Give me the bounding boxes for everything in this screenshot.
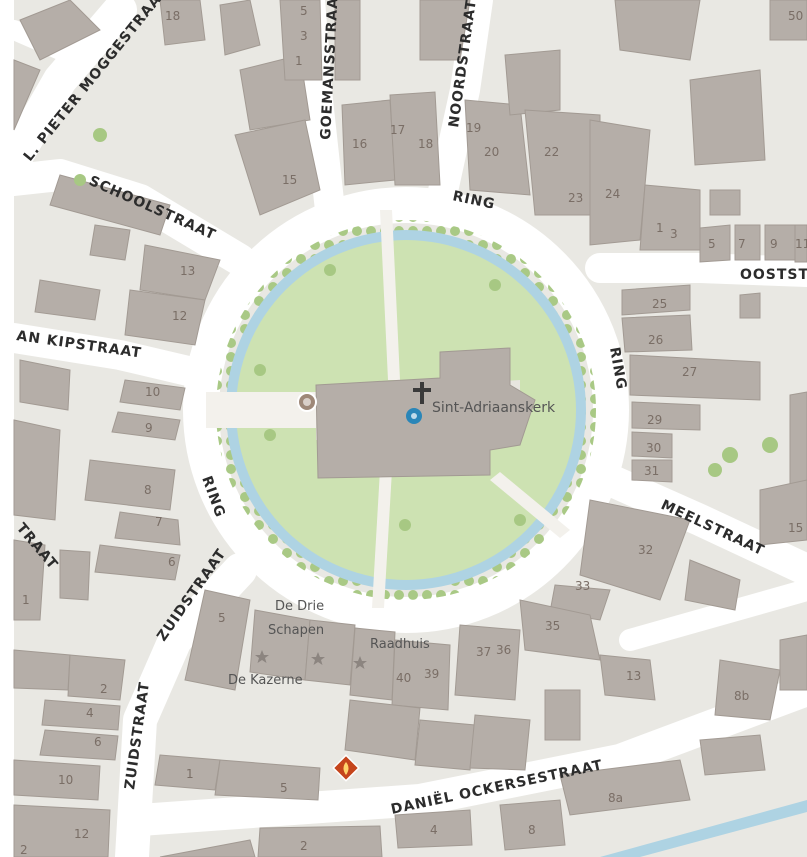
house-number: 50 [788, 9, 803, 23]
house-number: 39 [424, 667, 439, 681]
house-number: 8 [528, 823, 536, 837]
park-trees [74, 128, 778, 531]
monument-star-icon-2[interactable] [311, 652, 325, 665]
house-number: 25 [652, 297, 667, 311]
house-number: 5 [300, 4, 308, 18]
road-ooststraat [585, 253, 807, 287]
road-east-link [619, 579, 807, 651]
church-location-icon[interactable] [406, 408, 422, 424]
fire-station-icon[interactable] [332, 754, 360, 782]
house-number: 31 [644, 464, 659, 478]
house-number: 20 [484, 145, 499, 159]
house-number: 23 [568, 191, 583, 205]
house-number: 18 [418, 137, 433, 151]
buildings [13, 0, 807, 857]
house-number: 5 [218, 611, 226, 625]
house-number: 5 [280, 781, 288, 795]
house-number: 13 [626, 669, 641, 683]
house-number: 9 [770, 237, 778, 251]
house-numbers: 18 5 3 1 50 16 17 18 19 20 22 15 23 24 1… [20, 4, 807, 857]
house-number: 1 [186, 767, 194, 781]
house-number: 2 [100, 682, 108, 696]
church-cross-icon[interactable] [413, 382, 431, 404]
label-raadhuis: Raadhuis [370, 637, 430, 652]
house-number: 1 [22, 593, 30, 607]
house-number: 15 [282, 173, 297, 187]
house-number: 6 [94, 735, 102, 749]
house-number: 2 [20, 843, 28, 857]
house-number: 7 [155, 515, 163, 529]
house-number: 1 [656, 221, 664, 235]
map-left-margin [0, 0, 14, 857]
road-meelstraat [594, 464, 807, 586]
house-number: 8b [734, 689, 749, 703]
road-pieter-moggestraat [0, 0, 137, 177]
label-sint-adriaanskerk: Sint-Adriaanskerk [432, 400, 556, 416]
road-daniel-ockersestraat [124, 674, 807, 836]
house-number: 13 [180, 264, 195, 278]
house-number: 2 [300, 839, 308, 853]
house-number: 30 [646, 441, 661, 455]
house-number: 36 [496, 643, 511, 657]
house-number: 16 [352, 137, 367, 151]
house-number: 4 [430, 823, 438, 837]
house-number: 3 [300, 29, 308, 43]
house-number: 4 [86, 706, 94, 720]
label-ring-right: RING [606, 346, 629, 391]
road-noordstraat [425, 0, 493, 220]
church-building [315, 347, 536, 479]
label-de-kazerne: De Kazerne [228, 673, 303, 688]
house-number: 32 [638, 543, 653, 557]
road-kipstraat [0, 323, 220, 390]
house-number: 27 [682, 365, 697, 379]
monument-star-icon-3[interactable] [353, 656, 367, 669]
house-number: 7 [738, 237, 746, 251]
house-number: 18 [165, 9, 180, 23]
house-number: 17 [390, 123, 405, 137]
house-number: 8 [144, 483, 152, 497]
house-number: 37 [476, 645, 491, 659]
house-number: 5 [708, 237, 716, 251]
label-de-drie: De Drie [275, 599, 324, 614]
house-number: 24 [605, 187, 620, 201]
house-number: 19 [466, 121, 481, 135]
house-number: 11 [795, 237, 807, 251]
house-number: 8a [608, 791, 623, 805]
house-number: 1 [295, 54, 303, 68]
house-number: 40 [396, 671, 411, 685]
ring-road [183, 187, 629, 633]
house-number: 22 [544, 145, 559, 159]
house-number: 15 [788, 521, 803, 535]
monument-star-icon-1[interactable] [255, 650, 269, 663]
house-number: 10 [145, 385, 160, 399]
house-number: 12 [172, 309, 187, 323]
house-number: 3 [670, 227, 678, 241]
house-number: 35 [545, 619, 560, 633]
canal [600, 800, 807, 857]
house-number: 26 [648, 333, 663, 347]
label-ooststraat: OOSTSTR [740, 267, 807, 283]
house-number: 10 [58, 773, 73, 787]
house-number: 33 [575, 579, 590, 593]
house-number: 29 [647, 413, 662, 427]
house-number: 6 [168, 555, 176, 569]
label-schapen: Schapen [268, 623, 324, 638]
landmark-icon[interactable] [297, 392, 317, 412]
house-number: 12 [74, 827, 89, 841]
house-number: 9 [145, 421, 153, 435]
